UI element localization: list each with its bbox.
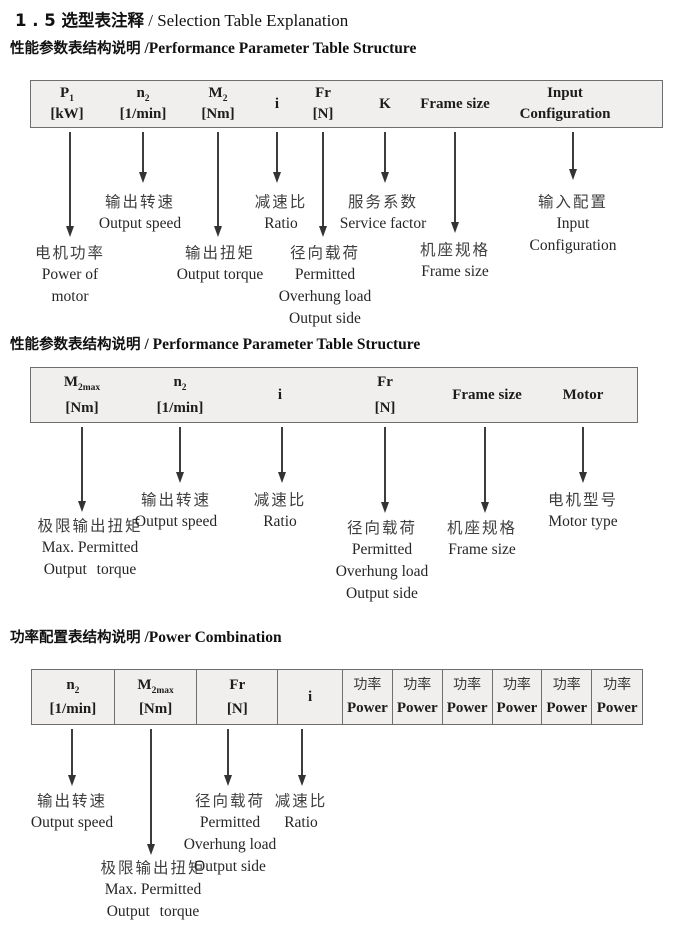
- arrow-frame-size-icon: [450, 132, 460, 233]
- arrow-fr-icon: [318, 132, 328, 237]
- table2-col-frame-size: Frame size: [452, 387, 522, 403]
- arrow-m2-icon: [213, 132, 223, 237]
- table2-col-m2max: M2max [Nm]: [63, 374, 101, 416]
- table1: [30, 80, 663, 128]
- label-service-factor: 服务系数 Service factor: [339, 193, 427, 232]
- table3-col-power-1: 功率 Power: [343, 670, 393, 724]
- label-ratio: 减速比 Ratio: [274, 792, 328, 831]
- section3-heading-en: /Power Combination: [144, 629, 282, 646]
- label-overhung-load: 径向载荷 Permitted Overhung load Output side: [183, 792, 277, 875]
- table1-col-m2: M2 [Nm]: [201, 85, 235, 122]
- table2-col-n2: n2 [1/min]: [156, 374, 204, 416]
- label-frame-size: 机座规格 Frame size: [446, 519, 518, 558]
- arrow-input-configuration-icon: [568, 132, 578, 180]
- label-ratio: 减速比 Ratio: [253, 491, 307, 530]
- table3-col-n2: n2 [1/min]: [32, 670, 115, 724]
- table3-col-i: i: [278, 670, 343, 724]
- page-title-en: / Selection Table Explanation: [143, 11, 349, 30]
- table3: n2 [1/min] M2max [Nm] Fr [N] i 功率 Power …: [31, 669, 643, 725]
- arrow-n2-icon: [175, 427, 185, 483]
- page-title-zh: 1 . 5 选型表注释: [15, 11, 144, 30]
- arrow-i-icon: [297, 729, 307, 786]
- section1-heading-zh: 性能参数表结构说明: [10, 41, 141, 57]
- arrow-m2max-icon: [146, 729, 156, 855]
- table1-col-frame-size: Frame size: [420, 95, 490, 112]
- section2-heading-zh: 性能参数表结构说明: [10, 337, 141, 353]
- page-title: 1 . 5 选型表注释 / Selection Table Explanatio…: [15, 7, 348, 31]
- arrow-m2max-icon: [77, 427, 87, 512]
- arrow-n2-icon: [138, 132, 148, 183]
- label-motor-type: 电机型号 Motor type: [547, 491, 619, 530]
- table3-col-fr: Fr [N]: [197, 670, 279, 724]
- arrow-motor-icon: [578, 427, 588, 483]
- label-power-of-motor: 电机功率 Power of motor: [34, 244, 106, 305]
- table1-col-k: K: [379, 95, 391, 112]
- table2-col-i: i: [277, 387, 283, 403]
- label-output-speed: 输出转速 Output speed: [134, 491, 218, 530]
- section1-heading: 性能参数表结构说明 /Performance Parameter Table S…: [10, 37, 416, 58]
- section3-heading: 功率配置表结构说明 /Power Combination: [10, 626, 282, 647]
- arrow-p1-icon: [65, 132, 75, 237]
- section3-heading-zh: 功率配置表结构说明: [10, 630, 141, 646]
- table1-col-input-configuration: Input Configuration: [519, 85, 611, 122]
- table3-col-power-4: 功率 Power: [493, 670, 543, 724]
- section2-heading: 性能参数表结构说明 / Performance Parameter Table …: [10, 333, 420, 354]
- arrow-i-icon: [272, 132, 282, 183]
- label-overhung-load: 径向载荷 Permitted Overhung load Output side: [335, 519, 429, 602]
- label-ratio: 减速比 Ratio: [254, 193, 308, 232]
- label-max-output-torque: 极限输出扭矩 Max. Permitted Output torque: [37, 517, 143, 578]
- label-overhung-load: 径向载荷 Permitted Overhung load Output side: [278, 244, 372, 327]
- label-input-configuration: 输入配置 Input Configuration: [529, 193, 617, 254]
- table2-col-fr: Fr [N]: [374, 374, 396, 416]
- table1-col-i: i: [274, 95, 280, 112]
- table3-col-power-2: 功率 Power: [393, 670, 443, 724]
- table1-col-fr: Fr [N]: [312, 85, 334, 122]
- arrow-fr-icon: [380, 427, 390, 513]
- table2: [30, 367, 638, 423]
- table3-col-m2max: M2max [Nm]: [115, 670, 198, 724]
- label-output-speed: 输出转速 Output speed: [30, 792, 114, 831]
- table1-col-n2: n2 [1/min]: [119, 85, 167, 122]
- arrow-i-icon: [277, 427, 287, 483]
- label-output-torque: 输出扭矩 Output torque: [176, 244, 264, 283]
- arrow-frame-size-icon: [480, 427, 490, 513]
- table3-col-power-6: 功率 Power: [596, 677, 638, 716]
- table2-col-motor: Motor: [562, 387, 604, 403]
- label-max-output-torque: 极限输出扭矩 Max. Permitted Output torque: [100, 859, 206, 920]
- table3-col-power-3: 功率 Power: [443, 670, 493, 724]
- arrow-k-icon: [380, 132, 390, 183]
- section1-heading-en: /Performance Parameter Table Structure: [144, 40, 417, 57]
- arrow-fr-icon: [223, 729, 233, 786]
- table1-col-p1: P1 [kW]: [50, 85, 84, 122]
- table3-col-power-5: 功率 Power: [542, 670, 593, 724]
- label-frame-size: 机座规格 Frame size: [419, 241, 491, 280]
- section2-heading-en: / Performance Parameter Table Structure: [144, 336, 421, 353]
- label-output-speed: 输出转速 Output speed: [98, 193, 182, 232]
- arrow-n2-icon: [67, 729, 77, 786]
